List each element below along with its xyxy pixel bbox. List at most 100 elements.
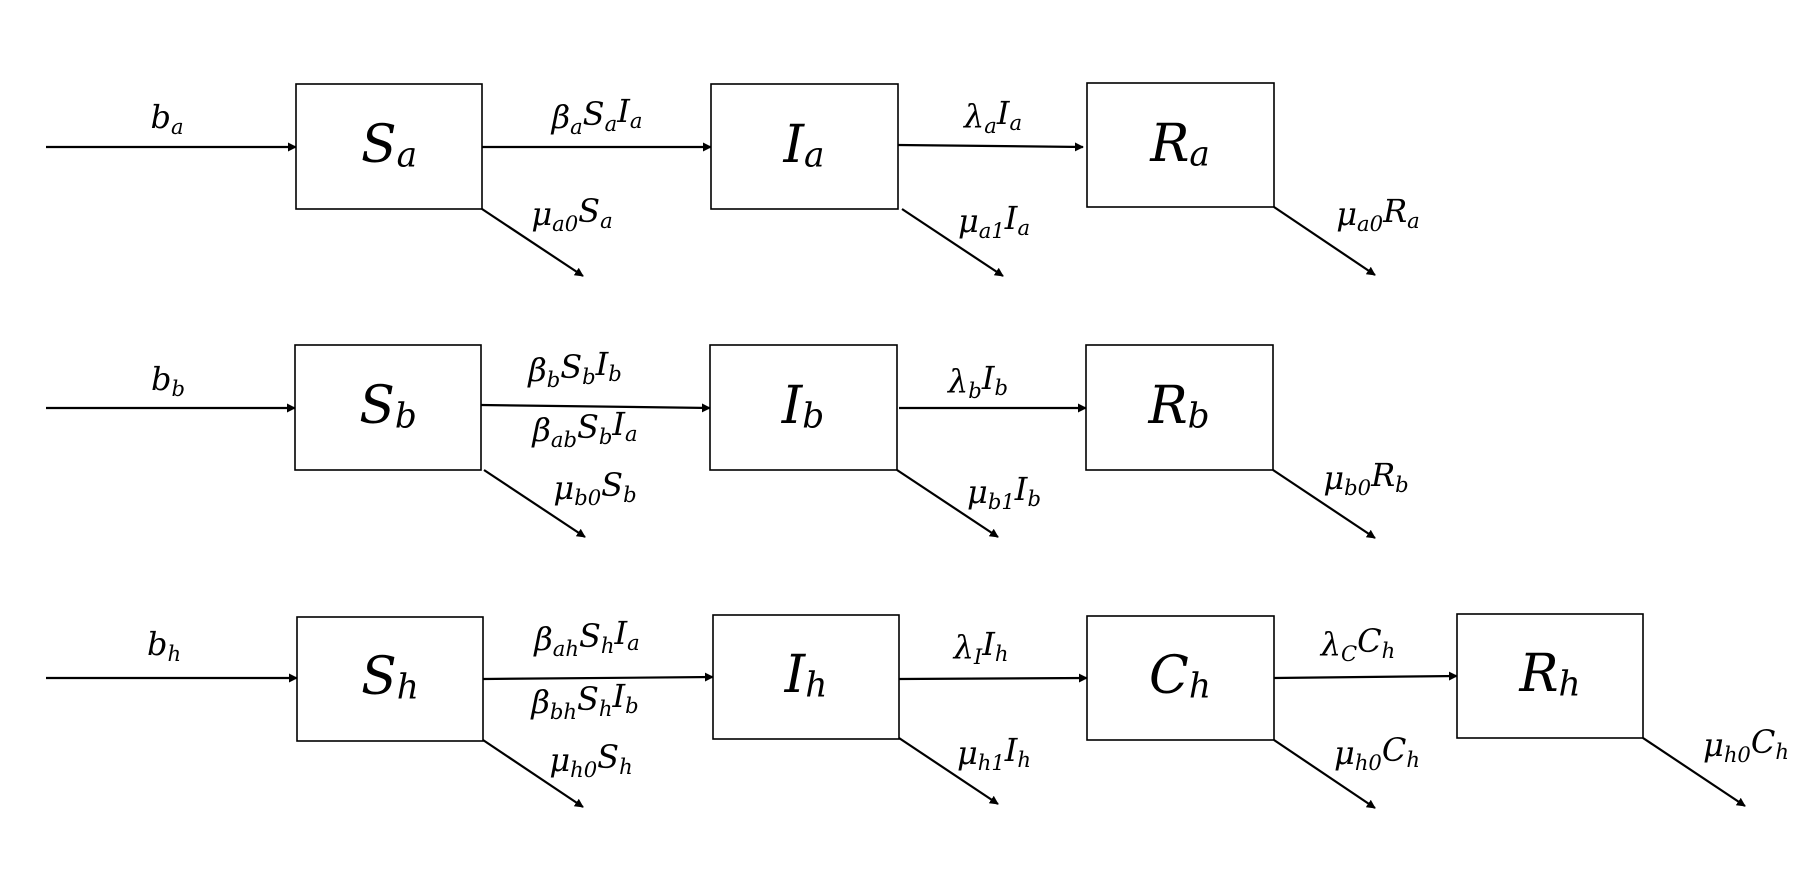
symbol: S [601, 466, 623, 504]
arrow-recover-h [1273, 671, 1458, 681]
compartment-subscript: a [1189, 135, 1209, 175]
arrow-death-Rh [1642, 737, 1746, 807]
compartment-subscript: h [805, 666, 827, 706]
symbol: I [1004, 731, 1019, 769]
flow-label-death-Sa: μa0​Sa​ [531, 192, 612, 236]
symbol: μ [1703, 726, 1724, 764]
symbol: β [551, 98, 571, 136]
subscript: ab [551, 427, 577, 452]
box-label-Ch: Ch [1149, 646, 1211, 707]
subscript: b [625, 693, 639, 718]
flow-label-death-Rh: μh0​Ch​ [1703, 723, 1789, 767]
symbol: μ [1334, 734, 1355, 772]
compartment-subscript: a [397, 136, 417, 176]
flow-label-recover-h: λC​Ch​ [1319, 622, 1396, 666]
subscript: a1 [979, 218, 1005, 243]
symbol: I [616, 92, 631, 130]
symbol: μ [967, 473, 988, 511]
subscript: a [605, 111, 618, 136]
symbol: R [1370, 456, 1395, 494]
flow-label-death-Ih: μh1​Ih​ [957, 731, 1031, 775]
arrow-progress-h [898, 673, 1088, 683]
subscript: a [570, 114, 583, 139]
symbol: β [530, 683, 550, 721]
box-Ib [709, 344, 898, 471]
compartment-symbol: S [361, 115, 397, 175]
box-Ch [1086, 615, 1275, 741]
symbol: R [1382, 192, 1407, 230]
subscript: a [627, 630, 640, 655]
arrow-infect-h [482, 672, 714, 682]
symbol: b [151, 360, 171, 398]
flow-label-death-Ia: μa1​Ia​ [958, 199, 1030, 243]
symbol: b [147, 625, 167, 663]
compartment-subscript: a [804, 136, 824, 176]
arrow-death-Ih [898, 737, 999, 805]
subscript: a0 [1357, 211, 1383, 236]
symbol: β [533, 620, 553, 658]
subscript: a [600, 208, 613, 233]
compartment-symbol: R [1147, 376, 1187, 436]
symbol: β [531, 411, 551, 449]
compartment-subscript: b [1188, 397, 1210, 437]
subscript: b [582, 364, 596, 389]
compartment-symbol: C [1149, 646, 1189, 706]
subscript: b0 [574, 485, 601, 510]
compartment-subscript: h [1189, 667, 1211, 707]
symbol: μ [553, 469, 574, 507]
subscript: b [994, 375, 1008, 400]
symbol: μ [549, 741, 570, 779]
flow-label-birth-h: bh​ [147, 625, 181, 666]
subscript: h [1382, 638, 1396, 663]
compartment-subscript: b [395, 397, 417, 437]
box-label-Ra: Ra [1149, 114, 1210, 175]
subscript: h [599, 696, 613, 721]
arrow-recover-a [897, 142, 1084, 152]
subscript: h1 [978, 750, 1005, 775]
flow-label-infect-h-2: βbh​Sh​Ib​ [530, 677, 638, 724]
compartment-symbol: S [359, 376, 395, 436]
box-Sa [295, 83, 483, 210]
arrow-death-Sb [483, 469, 586, 538]
symbol: S [583, 95, 605, 133]
subscript: h [619, 754, 633, 779]
subscript: a [171, 114, 184, 139]
flow-label-birth-a: ba​ [150, 98, 183, 139]
subscript: a [1017, 215, 1030, 240]
symbol: C [1357, 622, 1381, 660]
symbol: I [611, 677, 626, 715]
compartment-subscript: h [1559, 665, 1581, 705]
compartment-symbol: I [782, 115, 805, 175]
box-Rb [1085, 344, 1274, 471]
box-label-Sa: Sa [361, 115, 417, 176]
subscript: h [167, 641, 181, 666]
subscript: h [1775, 739, 1789, 764]
subscript: h [601, 633, 615, 658]
arrow-death-Ra [1273, 206, 1376, 276]
symbol: I [595, 345, 610, 383]
flow-label-death-Sh: μh0​Sh​ [549, 738, 632, 782]
compartment-symbol: R [1149, 114, 1189, 174]
subscript: a [625, 421, 638, 446]
arrow-death-Ch [1273, 739, 1376, 809]
arrow-infect-b [480, 403, 711, 413]
symbol: S [597, 738, 619, 776]
box-Ih [712, 614, 900, 740]
subscript: I [973, 644, 983, 669]
subscript: h0 [570, 757, 597, 782]
flow-label-progress-h: λI​Ih​ [952, 625, 1009, 669]
subscript: h [995, 641, 1009, 666]
subscript: ah [553, 636, 579, 661]
subscript: b [968, 378, 982, 403]
symbol: I [981, 359, 996, 397]
symbol: μ [958, 202, 979, 240]
subscript: a [1407, 208, 1420, 233]
box-Sb [294, 344, 482, 471]
subscript: b1 [988, 489, 1015, 514]
subscript: b [1395, 472, 1409, 497]
subscript: h0 [1724, 742, 1751, 767]
subscript: b [599, 424, 613, 449]
box-label-Rb: Rb [1147, 376, 1209, 437]
box-Ia [710, 83, 899, 210]
